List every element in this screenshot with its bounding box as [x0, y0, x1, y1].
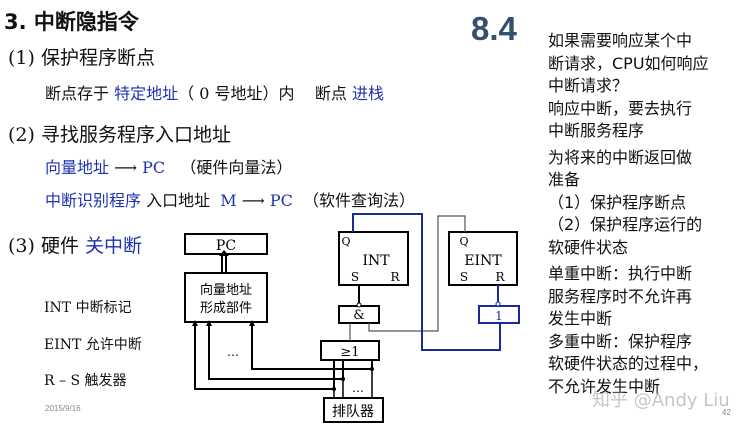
- slide-title: 3. 中断隐指令: [4, 10, 139, 34]
- note-line: 如果需要响应某个中: [548, 31, 693, 50]
- entry-address: 入口地址: [146, 191, 211, 210]
- right-notes: 如果需要响应某个中 断请求，CPU如何响应 中断请求？ 响应中断，要去执行 中断…: [548, 30, 742, 402]
- disable-interrupt: 关中断: [85, 235, 143, 257]
- text: 断点存于: [45, 84, 110, 103]
- hardware-vector-line: 向量地址 ⟶ PC （硬件向量法）: [45, 154, 292, 178]
- dots: …: [227, 345, 239, 359]
- special-address: 特定地址: [114, 84, 179, 103]
- note-line: 为将来的中断返回做: [548, 147, 693, 167]
- pc: PC: [269, 191, 293, 210]
- note-line: （1）保护程序断点: [548, 192, 687, 212]
- push-stack: 进栈: [351, 84, 384, 103]
- r-label: R: [495, 270, 505, 284]
- note-line: 服务程序时不允许再: [548, 286, 693, 306]
- int-label: INT: [362, 253, 390, 269]
- q-label: Q: [341, 235, 350, 248]
- int-flipflop: [338, 231, 409, 286]
- step3-heading: (3) 硬件 关中断: [8, 231, 142, 258]
- footer-date: 2015/9/16: [45, 404, 81, 413]
- text: （ 0 号地址）内: [178, 84, 295, 103]
- vector-address: 向量地址: [45, 158, 110, 177]
- r-label: R: [390, 270, 400, 284]
- note-line: 不允许发生中断: [548, 376, 661, 396]
- s-label: S: [460, 270, 468, 284]
- note-line: （2）保护程序运行的: [548, 215, 703, 234]
- vector-unit-label: 向量地址: [200, 282, 252, 298]
- note-line: 响应中断，要去执行: [548, 98, 693, 118]
- note-line: 多重中断：保护程序: [548, 331, 693, 351]
- method: （软件查询法）: [303, 191, 416, 210]
- pc: PC: [142, 158, 166, 177]
- text: 断点: [314, 84, 347, 103]
- step1-line: 断点存于 特定地址（ 0 号地址）内 断点 进栈: [45, 80, 384, 104]
- method: （硬件向量法）: [180, 158, 293, 177]
- q-label: Q: [459, 235, 468, 248]
- arrow-icon: ⟶: [114, 158, 138, 177]
- section-number: 8.4: [471, 10, 517, 47]
- step2-heading: (2) 寻找服务程序入口地址: [8, 124, 231, 146]
- legend-int: INT 中断标记: [44, 300, 132, 316]
- s-label: S: [351, 270, 359, 284]
- note-block: 单重中断：执行中断 服务程序时不允许再 发生中断 多重中断：保护程序 软硬件状态…: [548, 263, 742, 398]
- note-block: 如果需要响应某个中 断请求，CPU如何响应 中断请求？ 响应中断，要去执行 中断…: [548, 30, 742, 143]
- or-label: ≥1: [340, 345, 359, 360]
- note-block: 为将来的中断返回做 准备 （1）保护程序断点 （2）保护程序运行的 软硬件状态: [548, 147, 742, 260]
- software-query-line: 中断识别程序 入口地址 M ⟶ PC （软件查询法）: [45, 187, 415, 211]
- note-line: 软硬件状态的过程中，: [548, 354, 709, 373]
- and-label: &: [353, 308, 365, 323]
- eint-label: EINT: [464, 253, 502, 269]
- note-line: 断请求，CPU如何响应: [548, 53, 709, 73]
- interrupt-id-program: 中断识别程序: [45, 191, 142, 210]
- dots: …: [352, 381, 364, 395]
- note-line: 软硬件状态: [548, 237, 629, 257]
- text: (3) 硬件: [8, 235, 79, 257]
- legend-rs: R – S 触发器: [44, 373, 127, 389]
- arrow-icon: ⟶: [241, 191, 265, 210]
- not-label: 1: [495, 309, 503, 323]
- note-line: 准备: [548, 170, 581, 189]
- page-number: 42: [722, 408, 731, 417]
- eint-flipflop: [448, 231, 518, 286]
- legend-eint: EINT 允许中断: [44, 337, 142, 353]
- note-line: 中断服务程序: [548, 121, 645, 140]
- step1-heading: (1) 保护程序断点: [8, 47, 155, 69]
- queue-label: 排队器: [332, 404, 374, 420]
- pc-label: PC: [216, 238, 236, 254]
- watermark: 知乎 @Andy Liu: [592, 390, 730, 411]
- m: M: [220, 191, 237, 210]
- note-line: 中断请求？: [548, 76, 629, 95]
- note-line: 单重中断：执行中断: [548, 264, 693, 283]
- queue-box: [323, 397, 384, 423]
- vector-unit-label: 形成部件: [200, 301, 252, 316]
- note-line: 发生中断: [548, 309, 613, 328]
